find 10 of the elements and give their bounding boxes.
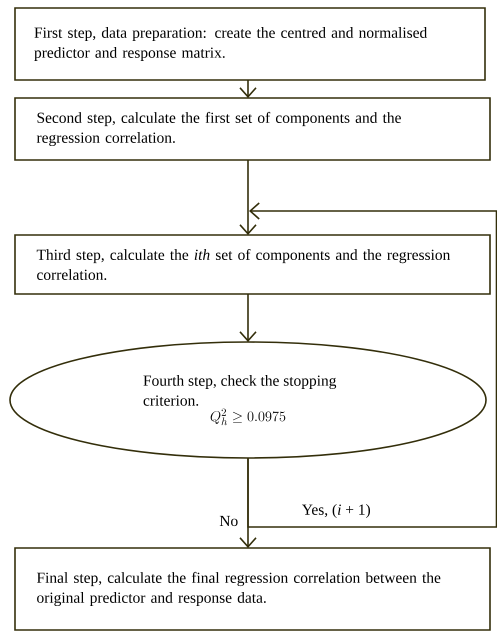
process-box: First step, data preparation: create the centred and normalised predictor and response matrix.	[14, 7, 486, 81]
edge-label: Yes, (i + 1)	[302, 504, 370, 518]
process-box: Second step, calculate the first set of components and the regression correlation.	[14, 97, 491, 161]
process-box: Third step, calculate the ith set of components and the regression correlation.	[14, 234, 491, 295]
arrow	[239, 160, 257, 235]
process-box: Final step, calculate the final regression correlation between the original predictor and response data.	[14, 547, 491, 631]
arrow	[239, 458, 257, 548]
arrow	[239, 294, 257, 342]
arrow	[247, 202, 497, 528]
edge-label: No	[220, 516, 238, 526]
